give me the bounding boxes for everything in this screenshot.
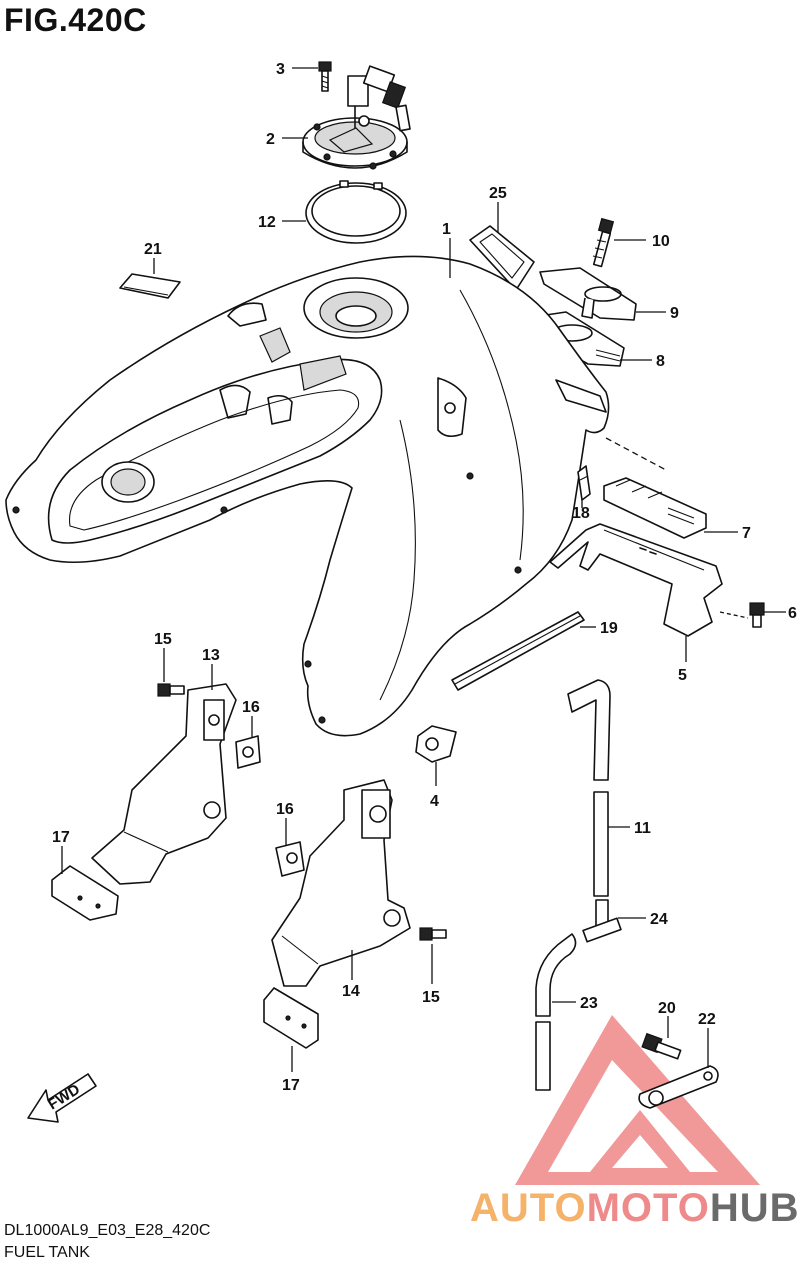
callout-20: 20	[658, 1000, 676, 1017]
part-4-clamp	[415, 725, 457, 786]
callout-12: 12	[258, 214, 276, 231]
callout-17-right: 17	[282, 1077, 300, 1094]
callout-1: 1	[442, 221, 451, 238]
model-code: DL1000AL9_E03_E28_420C	[4, 1222, 211, 1239]
part-23-hose	[535, 933, 577, 1091]
callout-7: 7	[742, 525, 751, 542]
callout-16-right: 16	[276, 801, 294, 818]
callout-24: 24	[650, 911, 668, 928]
callout-14: 14	[342, 983, 360, 1000]
leader-lines	[61, 67, 786, 1072]
callout-16-left: 16	[242, 699, 260, 716]
callout-21: 21	[144, 241, 162, 258]
callout-3: 3	[276, 61, 285, 78]
watermark-hub: HUB	[709, 1186, 800, 1230]
part-9-bracket	[539, 267, 637, 321]
part-11-hose	[567, 679, 611, 897]
part-20-bolt	[641, 1032, 682, 1060]
part-1-fuel-tank	[5, 255, 610, 737]
part-16-nut-right	[275, 841, 305, 877]
watermark-moto: MOTO	[586, 1186, 710, 1230]
watermark-auto: AUTO	[470, 1186, 587, 1230]
callout-10: 10	[652, 233, 670, 250]
callout-2: 2	[266, 131, 275, 148]
fwd-arrow-icon: FWD	[27, 1073, 97, 1123]
part-3-bolt	[318, 61, 332, 92]
part-17-cushion-left	[51, 865, 119, 921]
callout-4: 4	[430, 793, 439, 810]
callout-19: 19	[600, 620, 618, 637]
callout-17-left: 17	[52, 829, 70, 846]
part-5-bracket	[549, 523, 723, 637]
part-12-gasket	[305, 180, 407, 244]
part-21-pad	[119, 273, 181, 299]
callout-18: 18	[572, 505, 590, 522]
callout-8: 8	[656, 353, 665, 370]
callout-11: 11	[634, 820, 651, 837]
callout-6: 6	[788, 605, 797, 622]
watermark-logo: AUTOMOTOHUB	[470, 1186, 800, 1231]
part-6-bolt	[719, 602, 765, 628]
watermark-triangle	[515, 1015, 760, 1185]
part-18-clip	[577, 465, 591, 501]
part-14-bracket	[271, 779, 411, 987]
callout-22: 22	[698, 1011, 716, 1028]
callout-5: 5	[678, 667, 687, 684]
part-19-strip	[451, 611, 585, 691]
callout-13: 13	[202, 647, 220, 664]
part-16-nut-left	[235, 735, 261, 769]
part-7-cushion	[603, 477, 707, 539]
part-15-bolt-left	[157, 683, 185, 697]
part-13-bracket	[91, 683, 237, 885]
part-22-bracket	[638, 1065, 719, 1109]
part-15-bolt-right	[419, 927, 447, 941]
callout-numbers: 3 2 12 1 21 25 10 9 8 7 18 6 5 19 4 11 2…	[52, 61, 797, 1094]
part-24-tee-fitting	[582, 899, 622, 943]
callout-25: 25	[489, 185, 507, 202]
part-10-bolt	[592, 217, 615, 268]
part-2-fuel-cap	[302, 65, 411, 170]
figure-name: FUEL TANK	[4, 1244, 90, 1261]
callout-23: 23	[580, 995, 598, 1012]
callout-9: 9	[670, 305, 679, 322]
callout-15-right: 15	[422, 989, 440, 1006]
part-25-pad	[469, 225, 535, 291]
guide-line	[605, 437, 667, 471]
part-17-cushion-right	[263, 987, 319, 1049]
figure-title: FIG.420C	[4, 2, 147, 38]
callout-15-left: 15	[154, 631, 172, 648]
